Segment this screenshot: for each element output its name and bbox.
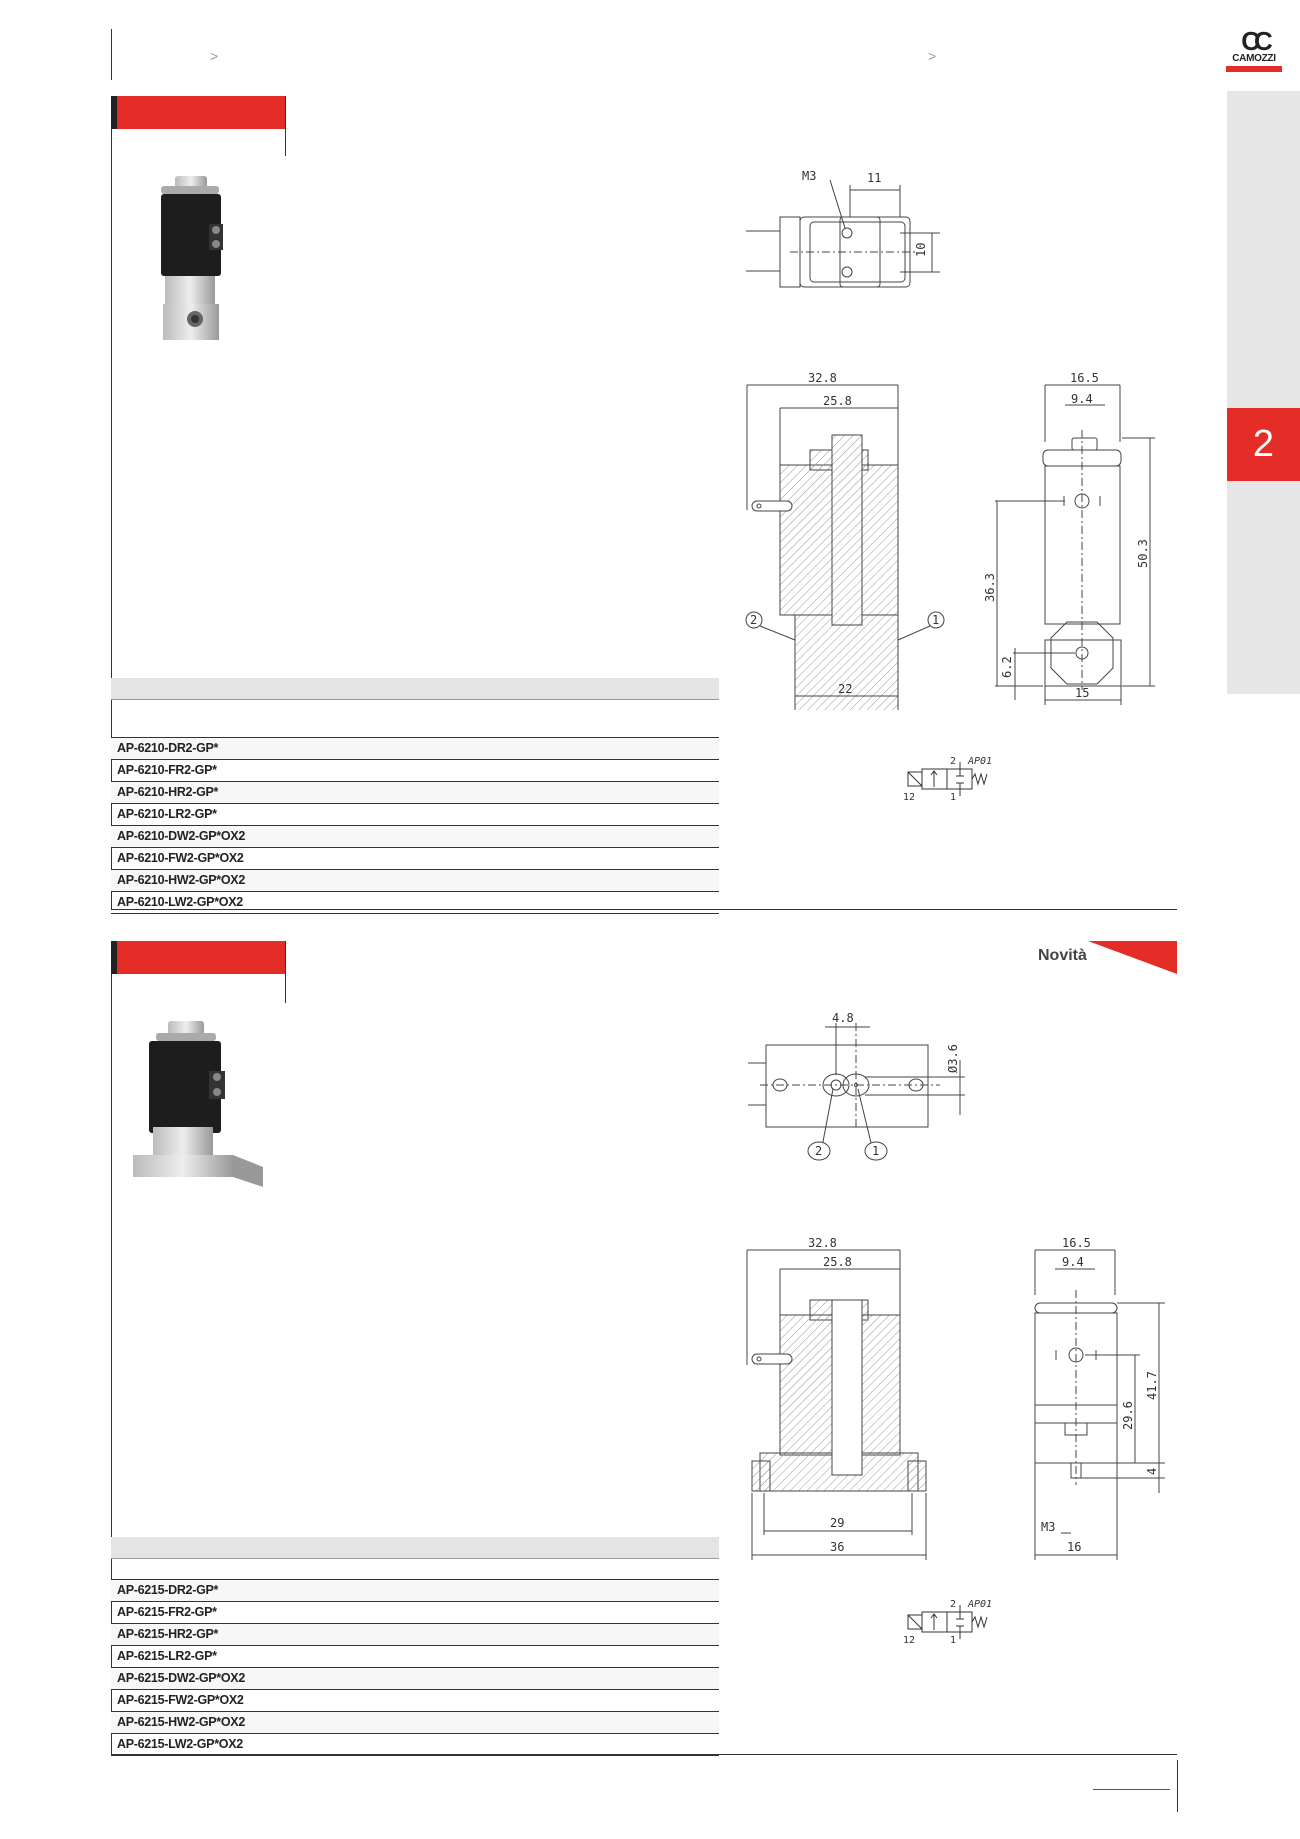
breadcrumb-separator: > [210,48,219,64]
dim-label: 4 [1145,1468,1159,1475]
port-label: 1 [872,1144,879,1158]
symbol-code: AP01 [967,756,992,767]
breadcrumb-separator: > [928,48,937,64]
section2-bottom-rule [111,1754,1177,1755]
table-row: AP-6215-HW2-GP*OX2 [111,1712,719,1734]
section1-top-view-drawing: M3 11 10 [746,169,940,288]
table-row: AP-6215-FW2-GP*OX2 [111,1690,719,1712]
logo-bar [1226,66,1282,72]
logo-mark-icon: CC [1241,26,1273,56]
table-row: AP-6210-LR2-GP* [111,804,719,826]
section1-product-photo [161,176,223,340]
dim-label: 4.8 [832,1011,854,1025]
dim-label: 6.2 [1000,656,1014,678]
logo-text: CAMOZZI [1232,53,1276,64]
section2-title-bar [111,941,285,974]
footer-rule [1093,1789,1170,1790]
port-label: 12 [903,1635,915,1646]
table-row: AP-6215-FR2-GP* [111,1602,719,1624]
dim-label: 9.4 [1062,1255,1084,1269]
section2-top-view-drawing: 4.8 Ø3.6 2 1 [748,1011,965,1161]
section2-cross-section-drawing: 32.8 25.8 29 36 [746,1236,927,1560]
section1-valve-symbol: 2 AP01 1 12 [903,756,992,803]
port-label: 2 [750,613,757,627]
table-row: AP-6215-DR2-GP* [111,1580,719,1602]
section1-title-bar [111,96,285,129]
badge-text: Novità [1038,947,1087,964]
port-label: 1 [932,613,939,627]
table-row: AP-6210-HR2-GP* [111,782,719,804]
header-divider [111,29,112,80]
section1-side-view-drawing: 16.5 9.4 50.3 36.3 6.2 15 [985,371,1155,705]
dim-label: 29.6 [1121,1401,1135,1430]
port-label: 1 [950,792,956,803]
dim-label: 29 [830,1516,844,1530]
new-product-badge: Novità [1038,941,1177,974]
dim-label: Ø3.6 [946,1044,960,1073]
dim-label: 16 [1067,1540,1081,1554]
table-row: AP-6210-FR2-GP* [111,760,719,782]
table-header [111,678,719,700]
table-subheader [111,700,719,738]
section1-left-border [111,96,112,909]
table-row: AP-6210-DW2-GP*OX2 [111,826,719,848]
table-header [111,1537,719,1559]
dim-label: 16.5 [1070,371,1099,385]
dim-label: 15 [1075,686,1089,700]
dim-label: 50.3 [1136,539,1150,568]
dim-label: M3 [802,169,816,183]
dim-label: M3 [1041,1520,1055,1534]
port-label: 2 [815,1144,822,1158]
section2-valve-symbol: 2 AP01 1 12 [903,1599,992,1646]
table-row: AP-6215-DW2-GP*OX2 [111,1668,719,1690]
dim-label: 36 [830,1540,844,1554]
dim-label: 11 [867,171,881,185]
section2-title-divider [285,941,286,1003]
table-row: AP-6210-DR2-GP* [111,738,719,760]
table-row: AP-6215-LR2-GP* [111,1646,719,1668]
port-label: 12 [903,792,915,803]
section1-title-divider [285,96,286,156]
port-label: 2 [950,756,956,767]
symbol-code: AP01 [967,1599,992,1610]
table-row: AP-6210-LW2-GP*OX2 [111,892,719,914]
section2-product-photo [133,1021,263,1187]
section2-side-view-drawing: 16.5 9.4 41.7 4 29.6 M3 16 [1034,1236,1165,1560]
table-subheader [111,1559,719,1580]
table-row: AP-6210-HW2-GP*OX2 [111,870,719,892]
port-label: 2 [950,1599,956,1610]
footer-divider [1177,1760,1178,1812]
chapter-number[interactable]: 2 [1227,408,1300,481]
dim-label: 25.8 [823,394,852,408]
table-row: AP-6210-FW2-GP*OX2 [111,848,719,870]
dim-label: 22 [838,682,852,696]
badge-triangle-icon [1088,941,1177,974]
dim-label: 9.4 [1071,392,1093,406]
dim-label: 41.7 [1145,1371,1159,1400]
dim-label: 25.8 [823,1255,852,1269]
dim-label: 16.5 [1062,1236,1091,1250]
dim-label: 10 [914,243,928,257]
chapter-tab [1227,91,1300,694]
section2-code-table: AP-6215-DR2-GP* AP-6215-FR2-GP* AP-6215-… [111,1537,719,1756]
dim-label: 32.8 [808,1236,837,1250]
dim-label: 36.3 [985,573,997,602]
section1-code-table: AP-6210-DR2-GP* AP-6210-FR2-GP* AP-6210-… [111,678,719,914]
camozzi-logo: CC CAMOZZI [1226,26,1282,75]
section1-cross-section-drawing: 32.8 25.8 2 1 22 [745,371,945,710]
table-row: AP-6215-LW2-GP*OX2 [111,1734,719,1756]
section1-bottom-rule [111,909,1177,910]
dim-label: 32.8 [808,371,837,385]
table-row: AP-6215-HR2-GP* [111,1624,719,1646]
section2-left-border [111,941,112,1754]
port-label: 1 [950,1635,956,1646]
